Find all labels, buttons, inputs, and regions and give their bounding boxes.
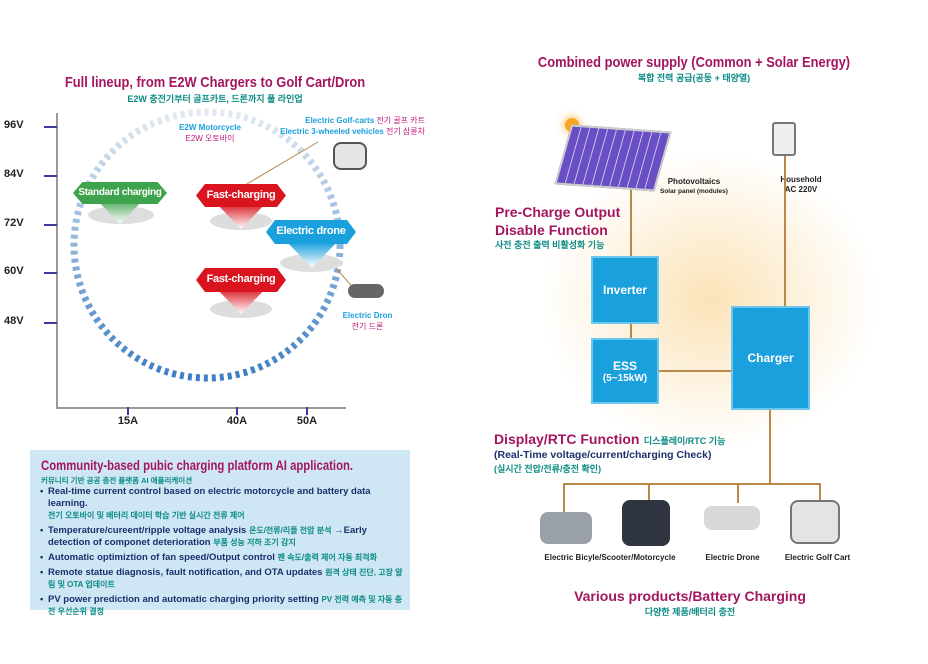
ess-box: ESS(5~15kW) [593,340,657,402]
product-label: Electric Golf Cart [784,553,851,562]
display-function-label: Display/RTC Function 디스플레이/RTC 기능 (Real-… [494,431,726,474]
panel-subtitle: 커뮤니티 기반 공공 충전 플랫폼 AI 애플리케이션 [41,476,193,485]
fast-charging-badge: Fast-charging [196,268,286,292]
product-label: Electric Drone [705,553,760,562]
wire [737,483,739,503]
x-tick: 15A [113,407,143,427]
wire [769,408,771,484]
wire [784,156,786,308]
x-tick: 40A [222,407,252,427]
wire [630,322,632,340]
power-title: Combined power supply (Common + Solar En… [537,54,851,71]
motorcycle-image [622,500,670,546]
golf-cart-image [333,142,367,170]
list-item: Temperature/cureent/ripple voltage analy… [40,525,405,549]
drone-image [348,284,384,298]
inverter-box: Inverter [593,258,657,322]
products-title: Various products/Battery Charging [574,588,806,604]
fast-charging-badge: Fast-charging [196,184,286,207]
solar-panel-image [554,124,672,192]
power-subtitle: 복합 전력 공급(공동 + 태양열) [637,73,751,83]
x-tick: 50A [292,407,322,427]
list-item: Real-time current control based on elect… [40,486,405,522]
scooter-image [540,512,592,544]
wire [648,483,650,503]
panel-title: Community-based pubic charging platform … [41,458,354,473]
list-item: Remote statue diagnosis, fault notificat… [40,567,405,591]
feature-list: Real-time current control based on elect… [40,486,405,621]
lineup-subtitle: E2W 충전기부터 골프카트, 드론까지 풀 라인업 [127,94,303,104]
electric-drone-badge: Electric drone [266,220,356,244]
charger-box: Charger [733,308,808,408]
list-item: PV power prediction and automatic chargi… [40,594,405,618]
wire [563,483,821,485]
list-item: Automatic optimiztion of fan speed/Outpu… [40,552,405,564]
products-subtitle: 다양한 제품/배터리 충전 [644,607,736,617]
golf-cart-label: Electric Golf-carts 전기 골프 카트 Electric 3-… [280,116,425,136]
wire [819,483,821,503]
y-axis [56,113,58,409]
ai-platform-panel: Community-based pubic charging platform … [30,450,410,616]
lineup-title: Full lineup, from E2W Chargers to Golf C… [64,74,366,91]
product-label: Electric Bicyle/Scooter/Motorcycle [544,553,676,562]
standard-charging-badge: Standard charging [73,182,167,204]
drone-image [704,506,760,530]
x-axis [56,407,346,409]
wire [563,483,565,513]
golf-cart-image [790,500,840,544]
wall-socket-icon [772,122,796,156]
wire [630,190,632,258]
wire [656,370,733,372]
